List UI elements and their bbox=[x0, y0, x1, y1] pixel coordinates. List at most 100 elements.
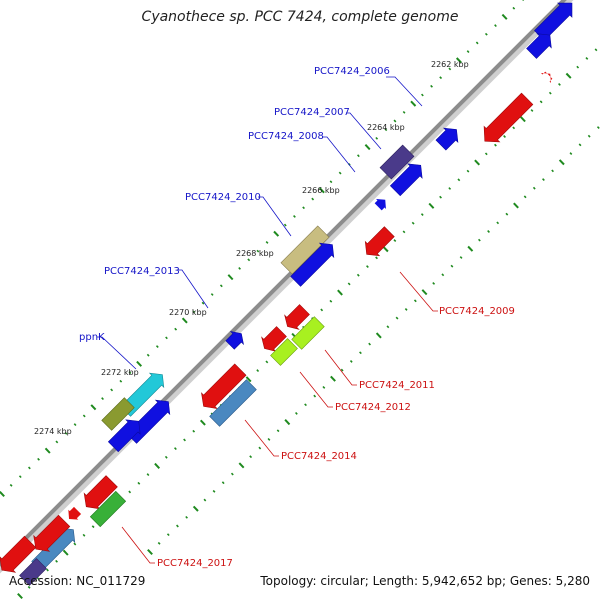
kbp-label-2274: 2274 kbp bbox=[34, 427, 72, 436]
gene-PCC7424_2010[interactable] bbox=[280, 225, 330, 275]
outer-row-tick bbox=[227, 274, 234, 281]
inner-row-tick bbox=[420, 213, 424, 216]
far-row-tick bbox=[322, 385, 326, 389]
gene-olive-green[interactable] bbox=[101, 397, 135, 431]
outer-row-tick bbox=[302, 206, 305, 210]
far-row-tick bbox=[421, 289, 428, 296]
far-row-tick bbox=[349, 360, 353, 363]
far-row-tick bbox=[157, 541, 161, 545]
gene-PCC7424_2017[interactable] bbox=[89, 490, 127, 528]
inner-row-tick bbox=[91, 525, 95, 529]
far-row-tick bbox=[166, 533, 170, 537]
gene-red-2006[interactable] bbox=[477, 91, 535, 149]
far-row-tick bbox=[413, 299, 417, 303]
outer-row-tick bbox=[201, 301, 205, 305]
callout-2006 bbox=[386, 76, 423, 107]
inner-row-tick bbox=[55, 559, 58, 563]
gene-red-2017c[interactable] bbox=[0, 534, 38, 578]
inner-row-tick bbox=[36, 577, 40, 581]
outer-row-tick bbox=[0, 491, 5, 497]
label-PCC7424_2009[interactable]: PCC7424_2009 bbox=[439, 306, 515, 317]
gene-PCC7424_2013[interactable] bbox=[224, 327, 248, 351]
inner-row-tick bbox=[548, 91, 552, 95]
kbp-scale: 2262 kbp 2264 kbp 2266 kbp 2268 kbp 2270… bbox=[34, 60, 469, 436]
label-PCC7424_2011[interactable]: PCC7424_2011 bbox=[359, 380, 435, 391]
gene-red-small-2017[interactable] bbox=[64, 506, 82, 524]
gene-small-2008b[interactable] bbox=[373, 195, 390, 212]
gene-red-arrow-tip[interactable] bbox=[541, 69, 555, 83]
outer-row-tick bbox=[73, 423, 77, 427]
gene-red-2017b[interactable] bbox=[28, 513, 72, 557]
label-PCC7424_2014[interactable]: PCC7424_2014 bbox=[281, 451, 357, 462]
outer-row-tick bbox=[18, 475, 22, 479]
inner-row-tick bbox=[594, 48, 598, 52]
gene-PCC7424_2012[interactable] bbox=[291, 316, 325, 350]
far-row-tick bbox=[496, 221, 500, 225]
kbp-label-2264: 2264 kbp bbox=[367, 123, 405, 132]
far-row-tick bbox=[185, 515, 188, 519]
far-row-tick bbox=[212, 489, 216, 493]
gene-PCC7424_2007[interactable] bbox=[434, 122, 464, 152]
gene-PCC7424_2006[interactable] bbox=[524, 28, 557, 61]
outer-row-tick bbox=[136, 360, 143, 367]
inner-row-tick bbox=[512, 126, 516, 130]
far-row-tick bbox=[203, 498, 207, 502]
far-row-tick bbox=[330, 375, 336, 382]
outer-row-tick bbox=[82, 414, 86, 418]
genome-backbone bbox=[0, 0, 567, 567]
outer-row-tick bbox=[501, 13, 508, 20]
outer-row-tick bbox=[55, 440, 59, 444]
far-row-tick bbox=[375, 332, 382, 339]
minus-callout-lines bbox=[121, 271, 438, 564]
label-PCC7424_2013[interactable]: PCC7424_2013 bbox=[104, 266, 180, 277]
outer-row-tick bbox=[155, 345, 159, 348]
inner-row-tick bbox=[484, 152, 488, 156]
far-row-tick bbox=[432, 282, 436, 285]
outer-row-tick bbox=[9, 483, 13, 487]
callout-ppnK bbox=[97, 336, 137, 370]
gene-indigo-bottom[interactable] bbox=[19, 558, 47, 586]
kbp-label-2272: 2272 kbp bbox=[101, 368, 139, 377]
label-PCC7424_2010[interactable]: PCC7424_2010 bbox=[185, 192, 261, 203]
outer-row-tick bbox=[37, 457, 40, 461]
inner-row-tick bbox=[428, 202, 435, 209]
outer-row-tick bbox=[119, 379, 123, 383]
accession-text: Accession: NC_011729 bbox=[9, 574, 146, 588]
plus-gene-labels: PCC7424_2006 PCC7424_2007 PCC7424_2008 P… bbox=[79, 66, 390, 343]
outer-row-tick bbox=[475, 41, 479, 45]
inner-row-tick bbox=[474, 159, 481, 166]
outer-row-tick bbox=[219, 284, 223, 288]
inner-row-tick bbox=[62, 549, 69, 556]
gene-lime-2012b[interactable] bbox=[270, 338, 298, 366]
far-row-tick bbox=[249, 455, 253, 459]
label-PCC7424_2012[interactable]: PCC7424_2012 bbox=[335, 402, 411, 413]
inner-row-tick bbox=[320, 308, 324, 312]
inner-row-tick bbox=[137, 481, 141, 485]
gene-PCC7424_2008[interactable] bbox=[388, 158, 428, 198]
inner-row-tick bbox=[439, 195, 442, 199]
gene-PCC7424_2014[interactable] bbox=[209, 379, 257, 427]
label-PCC7424_2008[interactable]: PCC7424_2008 bbox=[248, 131, 324, 142]
label-PCC7424_2007[interactable]: PCC7424_2007 bbox=[274, 107, 350, 118]
outer-row-tick bbox=[64, 431, 68, 435]
gene-red-2011b[interactable] bbox=[257, 324, 288, 355]
gene-blue-2010[interactable] bbox=[289, 238, 340, 289]
outer-row-tick bbox=[421, 93, 424, 97]
label-PCC7424_2006[interactable]: PCC7424_2006 bbox=[314, 66, 390, 77]
gene-red-2014[interactable] bbox=[196, 362, 248, 414]
gene-PCC7424_2011[interactable] bbox=[280, 302, 311, 333]
inner-row-tick bbox=[164, 455, 168, 459]
far-row-tick bbox=[523, 195, 527, 199]
outer-row-tick bbox=[311, 197, 315, 201]
outer-row-tick bbox=[101, 397, 104, 401]
label-ppnK[interactable]: ppnK bbox=[79, 332, 105, 343]
gene-red-2017a[interactable] bbox=[78, 473, 119, 514]
gene-indigo-2008[interactable] bbox=[379, 144, 415, 180]
gene-blue-ppnK-3[interactable] bbox=[106, 414, 146, 454]
label-PCC7424_2017[interactable]: PCC7424_2017 bbox=[157, 558, 233, 569]
far-row-tick bbox=[276, 429, 280, 433]
gene-PCC7424_2009[interactable] bbox=[360, 225, 397, 262]
kbp-label-2266: 2266 kbp bbox=[302, 186, 340, 195]
far-tick-row bbox=[147, 126, 600, 555]
